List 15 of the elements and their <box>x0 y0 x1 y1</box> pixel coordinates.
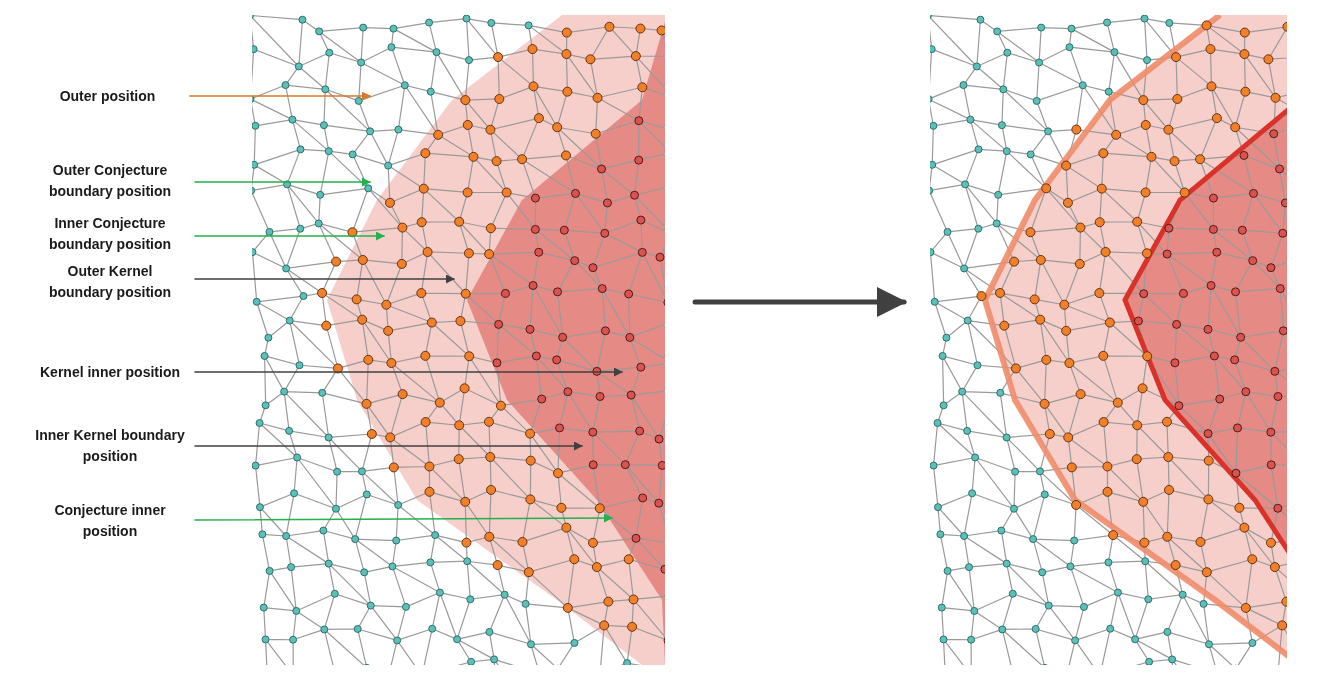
arrow <box>189 91 371 101</box>
position-label: Inner Conjecture boundary position <box>47 214 173 254</box>
arrow <box>194 274 455 284</box>
position-label: Outer position <box>59 86 156 106</box>
arrow <box>692 287 907 317</box>
position-label: Outer Kernel boundary position <box>47 262 173 302</box>
arrow <box>194 441 583 451</box>
position-label: Outer Conjecture boundary position <box>47 161 173 201</box>
arrow <box>194 177 371 187</box>
arrow <box>194 231 385 241</box>
arrow <box>194 367 623 377</box>
position-label: Kernel inner position <box>40 362 180 382</box>
position-label: Conjecture inner position <box>53 501 167 541</box>
position-label: Inner Kernel boundary position <box>35 426 185 466</box>
arrow <box>194 513 613 523</box>
